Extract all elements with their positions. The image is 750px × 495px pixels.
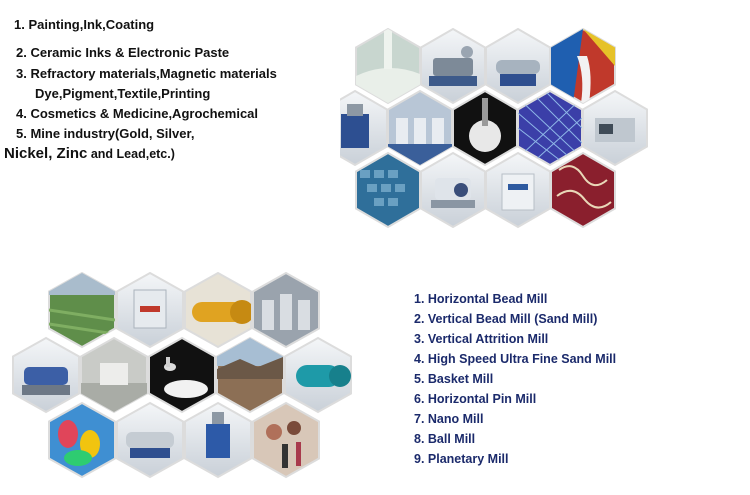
mine-landscape-photo	[216, 336, 284, 414]
metal-names-rest: and Lead,etc.)	[87, 147, 175, 161]
mill-type-item: 9. Planetary Mill	[414, 452, 509, 466]
cosmetics-photo	[252, 401, 320, 479]
vertical-attrition-mill-photo	[184, 401, 252, 479]
mill-types-list: 1. Horizontal Bead Mill 2. Vertical Bead…	[414, 289, 616, 469]
application-item-1: 1. Painting,Ink,Coating	[14, 17, 155, 32]
ball-mill-photo	[184, 272, 252, 349]
horizontal-mill-photo	[420, 28, 486, 105]
application-item-5: 5. Mine industry(Gold, Silver,	[16, 126, 195, 141]
basket-mill-photo	[116, 272, 184, 349]
textile-print-photo	[550, 151, 616, 229]
factory-interior-photo	[252, 272, 320, 349]
application-photo-collage	[340, 28, 648, 229]
mill-type-item: 2. Vertical Bead Mill (Sand Mill)	[414, 312, 598, 326]
application-item-4: 4. Cosmetics & Medicine,Agrochemical	[16, 106, 259, 121]
workshop-photo	[80, 336, 148, 414]
lab-mill-photo	[582, 89, 648, 167]
application-item-3-continued: Dye,Pigment,Textile,Printing	[35, 86, 211, 101]
bead-mill-photo	[485, 28, 551, 105]
grinding-disc-photo	[452, 89, 518, 167]
application-item-3: 3. Refractory materials,Magnetic materia…	[16, 66, 277, 81]
mill-type-item: 1. Horizontal Bead Mill	[414, 292, 548, 306]
vertical-mill-photo	[340, 89, 388, 167]
white-powder-photo	[148, 336, 216, 414]
metal-names: Nickel, Zinc	[4, 145, 88, 162]
paint-pour-photo	[355, 28, 421, 105]
application-item-5-continued: Nickel, Zinc and Lead,etc.)	[4, 145, 175, 162]
application-item-2: 2. Ceramic Inks & Electronic Paste	[16, 45, 230, 60]
teal-ball-mill-photo	[284, 336, 352, 414]
mill-type-item: 3. Vertical Attrition Mill	[414, 332, 549, 346]
magnetic-tiles-photo	[355, 151, 421, 229]
mill-type-item: 5. Basket Mill	[414, 372, 494, 386]
mill-type-item: 6. Horizontal Pin Mill	[414, 392, 537, 406]
mill-type-item: 8. Ball Mill	[414, 432, 476, 446]
sand-mill-photo	[485, 151, 551, 229]
fiber-mesh-photo	[517, 89, 583, 167]
mill-type-item: 4. High Speed Ultra Fine Sand Mill	[414, 352, 617, 366]
color-pigments-photo	[48, 401, 116, 479]
pin-mill-photo	[116, 401, 184, 479]
farmland-photo	[48, 272, 116, 349]
colored-paint-photo	[550, 28, 616, 105]
mill-photo-collage	[12, 272, 352, 479]
blue-mill-photo	[12, 336, 80, 414]
mill-type-item: 7. Nano Mill	[414, 412, 484, 426]
nano-mill-photo	[420, 151, 486, 229]
production-line-photo	[387, 89, 453, 167]
